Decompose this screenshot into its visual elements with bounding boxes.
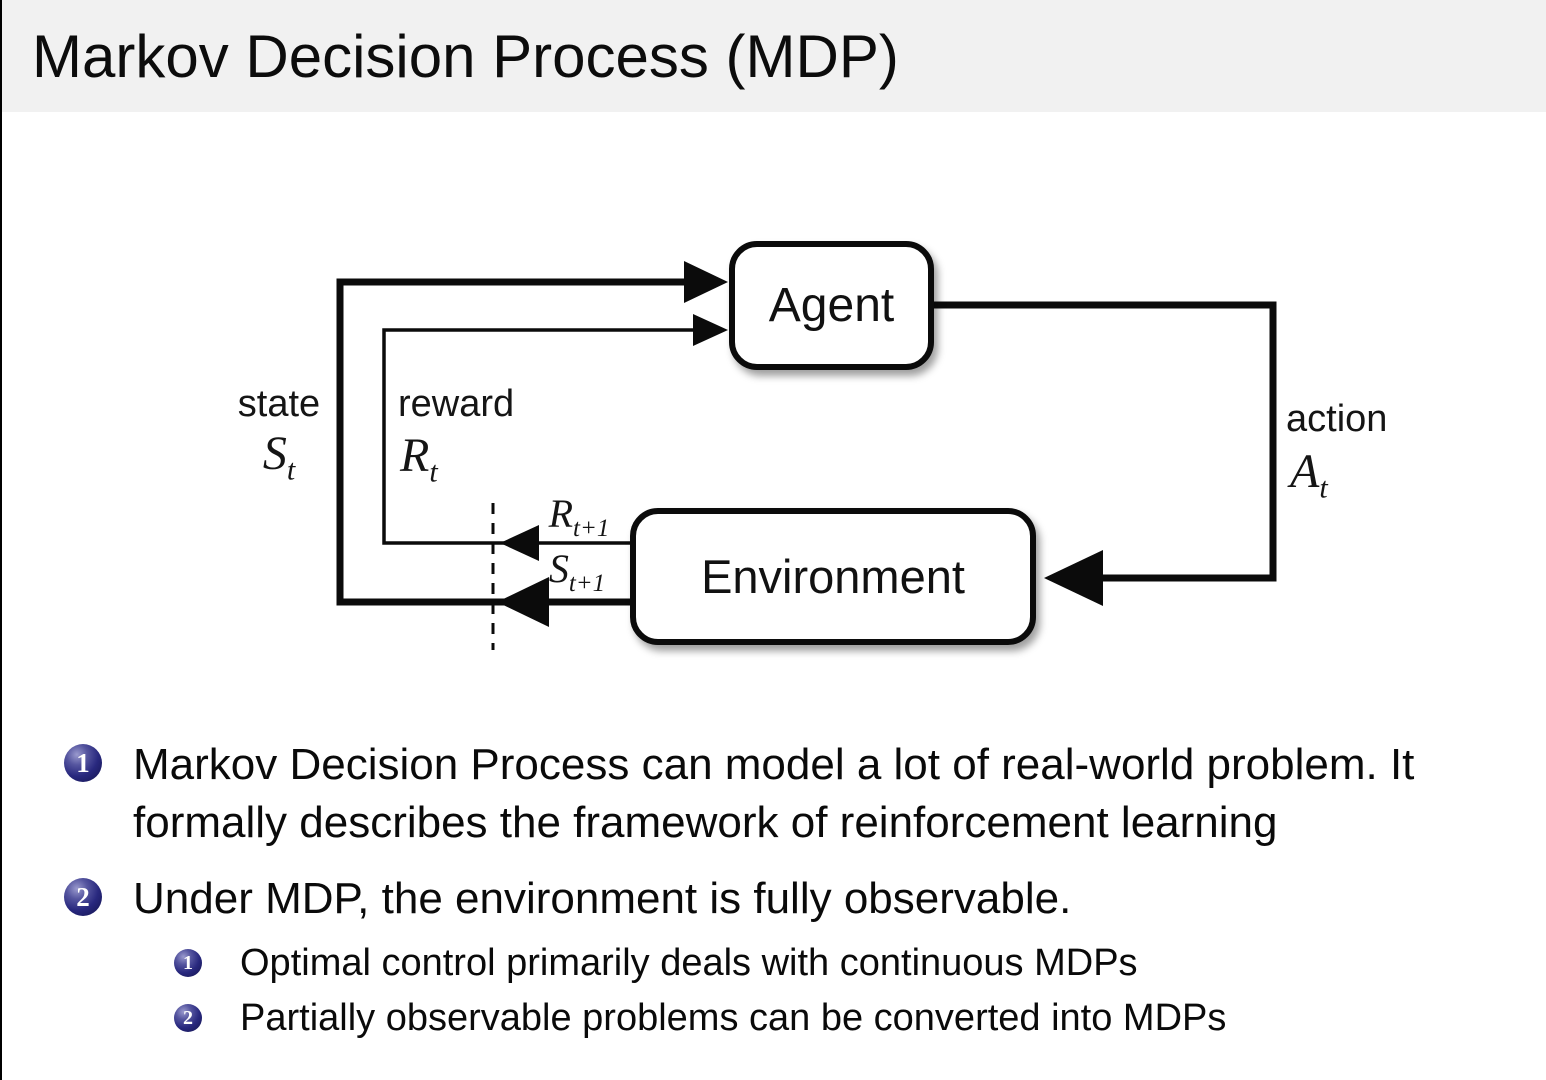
state-label: state: [237, 383, 321, 425]
page-title: Markov Decision Process (MDP): [32, 22, 899, 90]
sub-bullet-list: 1 Optimal control primarily deals with c…: [174, 940, 1526, 1041]
reward-symbol: Rt: [400, 429, 438, 489]
next-reward-arrowhead: [500, 525, 539, 561]
action-label: action: [1286, 398, 1388, 440]
sub-bullet-ball-2: 2: [174, 1004, 202, 1032]
action-symbol: At: [1290, 445, 1328, 505]
state-arrowhead-into-agent: [684, 261, 728, 303]
environment-label: Environment: [701, 550, 965, 603]
sub-bullet-text: Partially observable problems can be con…: [240, 997, 1227, 1039]
next-reward-symbol: Rt+1: [548, 491, 610, 542]
bullet-list: 1 Markov Decision Process can model a lo…: [64, 736, 1526, 1050]
agent-box: Agent: [729, 241, 934, 370]
list-item: 2 Under MDP, the environment is fully ob…: [64, 870, 1526, 928]
list-item: 1 Markov Decision Process can model a lo…: [64, 736, 1526, 852]
action-arrowhead-into-environment: [1044, 550, 1103, 606]
agent-label: Agent: [768, 279, 895, 332]
bullet-ball-2: 2: [64, 878, 102, 916]
state-path: [336, 278, 716, 606]
bullet-ball-1: 1: [64, 744, 102, 782]
list-item: 1 Optimal control primarily deals with c…: [174, 940, 1526, 986]
reward-label: reward: [398, 383, 515, 425]
slide-header: Markov Decision Process (MDP): [2, 0, 1546, 112]
bullet-text: Under MDP, the environment is fully obse…: [133, 874, 1072, 923]
list-item: 2 Partially observable problems can be c…: [174, 995, 1526, 1041]
bullet-text: Markov Decision Process can model a lot …: [133, 740, 1415, 847]
sub-bullet-ball-1: 1: [174, 949, 202, 977]
environment-box: Environment: [630, 508, 1036, 645]
next-state-symbol: St+1: [548, 546, 606, 597]
sub-bullet-text: Optimal control primarily deals with con…: [240, 942, 1138, 984]
action-path: [934, 301, 1277, 582]
reward-arrowhead-into-agent: [693, 314, 728, 346]
next-state-arrowhead: [497, 577, 549, 627]
state-symbol: St: [262, 427, 296, 487]
